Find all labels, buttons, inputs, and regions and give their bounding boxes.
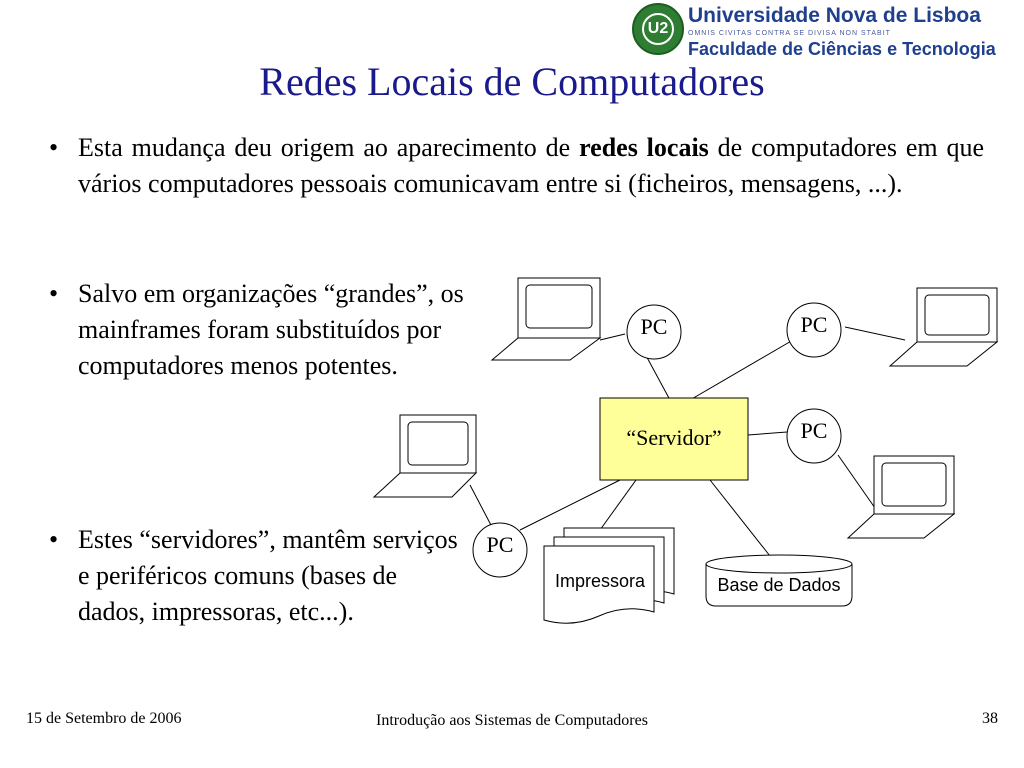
link-server-printer (599, 479, 637, 531)
laptop-icon (846, 455, 956, 539)
bullet-1-text-after: de computadores em que vários computador… (78, 133, 985, 198)
university-motto: OMNIS CIVITAS CONTRA SE DIVISA NON STABI… (688, 30, 891, 37)
laptop-icon (888, 287, 999, 367)
bullet-3-text: Estes “servidores”, mantêm serviços e pe… (78, 525, 458, 626)
seal-mark: U2 (647, 20, 669, 37)
link-pc-laptop-right (837, 454, 876, 509)
footer-date: 15 de Setembro de 2006 (26, 710, 182, 727)
bullet-2-text: Salvo em organizações “grandes”, os main… (78, 279, 464, 380)
link-server-database (709, 479, 771, 557)
footer-page-number: 38 (982, 710, 998, 727)
bullet-1-text-before: Esta mudança deu origem ao aparecimento … (78, 133, 580, 162)
seal-ring (642, 13, 674, 45)
link-server-pc-right (747, 431, 788, 436)
faculty-name: Faculdade de Ciências e Tecnologia (688, 39, 996, 59)
database-cylinder (705, 554, 853, 607)
pc-node: PC (786, 302, 842, 358)
bullet-dot: • (49, 525, 59, 554)
bullet-1-text-bold: redes locais (579, 133, 709, 162)
link-server-pc-bottom (519, 479, 621, 531)
printer-document-stack (543, 527, 675, 624)
slide-title: Redes Locais de Computadores (259, 59, 765, 104)
university-logo: U2 Universidade Nova de Lisboa OMNIS CIV… (632, 3, 1020, 59)
university-seal: U2 (632, 3, 684, 55)
pc-label: PC (801, 312, 828, 337)
pc-node: PC (786, 408, 842, 464)
server-label: “Servidor” (626, 425, 721, 450)
link-pc-laptop-top-right (844, 326, 906, 341)
pc-label: PC (801, 418, 828, 443)
footer-course-title: Introdução aos Sistemas de Computadores (376, 712, 648, 729)
bullet-item-3: • Estes “servidores”, mantêm serviços e … (49, 522, 468, 630)
bullet-item-2: • Salvo em organizações “grandes”, os ma… (49, 276, 468, 384)
pc-node: PC (626, 304, 682, 360)
bullet-dot: • (49, 133, 59, 162)
bullet-dot: • (49, 279, 59, 308)
link-pc-laptop-top-left (599, 333, 626, 341)
pc-node: PC (472, 522, 528, 578)
database-label: Base de Dados (717, 575, 840, 595)
pc-label: PC (641, 314, 668, 339)
link-pc-laptop-left (469, 484, 493, 528)
laptop-icon (372, 414, 478, 498)
pc-label: PC (487, 532, 514, 557)
server-box (599, 397, 749, 481)
laptop-icon (490, 277, 602, 361)
university-name: Universidade Nova de Lisboa (688, 4, 981, 27)
link-server-pc-top-right (689, 339, 794, 401)
bullet-item-1: • Esta mudança deu origem ao apareciment… (49, 130, 985, 202)
printer-label: Impressora (555, 571, 646, 591)
